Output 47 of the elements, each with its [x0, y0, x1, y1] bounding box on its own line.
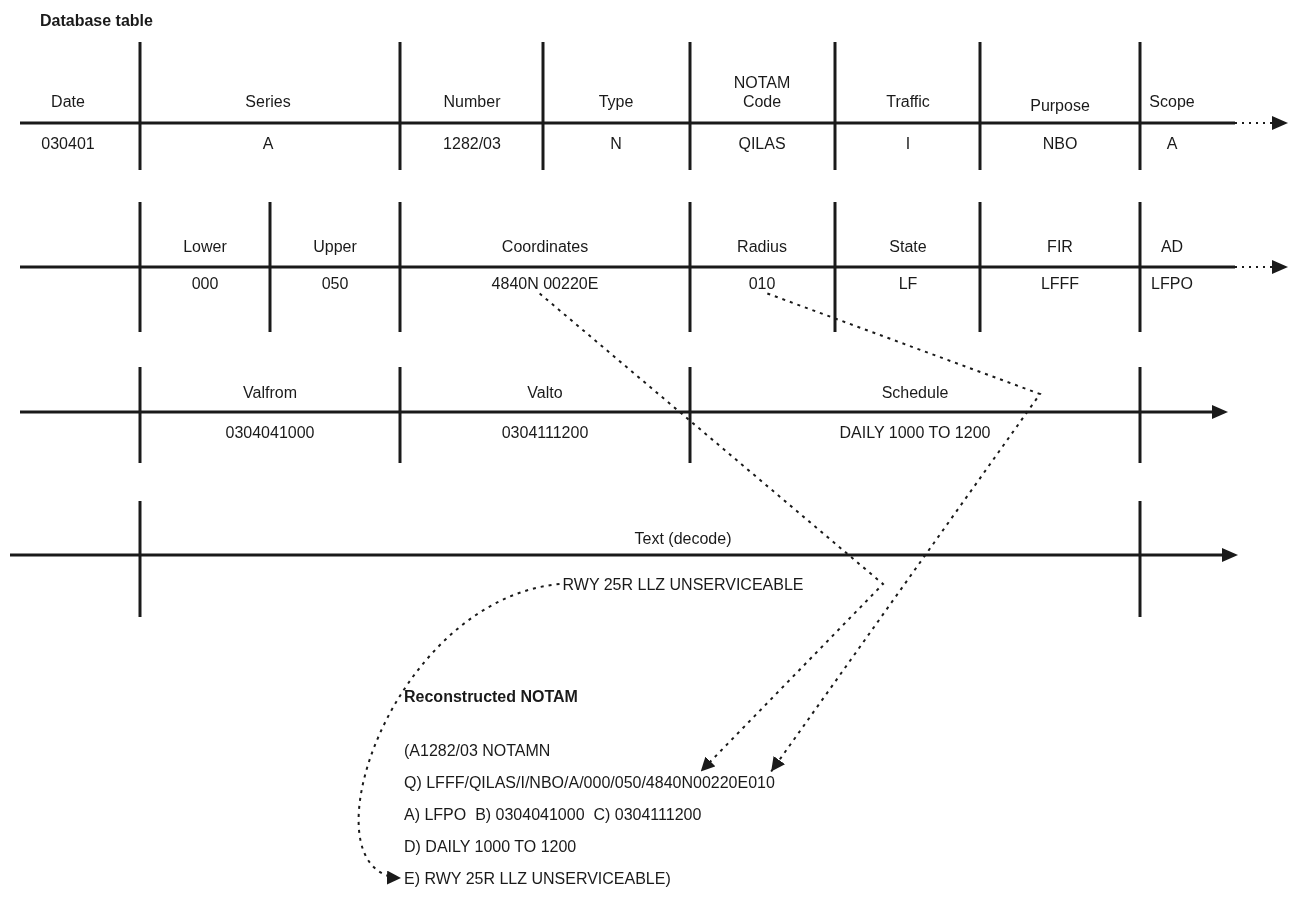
column-header: Type [598, 91, 634, 111]
table-cell: N [610, 133, 622, 153]
column-header: Purpose [1030, 95, 1090, 115]
column-header: Lower [183, 236, 227, 256]
column-header: Date [51, 91, 85, 111]
column-header: Scope [1149, 91, 1195, 111]
table-cell: 0304041000 [225, 422, 315, 442]
table-cell: 030401 [41, 133, 95, 153]
column-header: Schedule [881, 382, 949, 402]
table-cell: QILAS [738, 133, 786, 153]
table-cell: RWY 25R LLZ UNSERVICEABLE [562, 574, 804, 594]
table-cell: 4840N 00220E [491, 273, 599, 293]
table-cell: 010 [748, 273, 776, 293]
table-cell: LFPO [1151, 273, 1193, 293]
table-cell: 0304111200 [501, 422, 589, 442]
table-cell: A [262, 133, 274, 153]
column-header: Text (decode) [634, 528, 732, 548]
column-header: FIR [1047, 236, 1073, 256]
column-header: Series [245, 91, 291, 111]
notam-line: Q) LFFF/QILAS/I/NBO/A/000/050/4840N00220E010 [404, 772, 775, 792]
section-heading: Database table [40, 10, 153, 30]
table-cell: LF [898, 273, 918, 293]
column-header: NOTAM Code [732, 73, 792, 111]
column-header: Upper [313, 236, 357, 256]
column-header: Number [443, 91, 501, 111]
table-cell: I [905, 133, 911, 153]
column-header: Traffic [886, 91, 930, 111]
column-header: Valfrom [243, 382, 297, 402]
column-header: Coordinates [501, 236, 589, 256]
table-cell: LFFF [1040, 273, 1080, 293]
table-cell: NBO [1042, 133, 1078, 153]
section-heading: Reconstructed NOTAM [404, 686, 578, 706]
table-cell: 050 [321, 273, 349, 293]
notam-line: D) DAILY 1000 TO 1200 [404, 836, 577, 856]
dotted-arrow [538, 292, 885, 773]
dotted-arrow [766, 292, 1042, 773]
column-header: State [889, 236, 927, 256]
column-header: Valto [527, 382, 563, 402]
table-cell: 000 [191, 273, 219, 293]
table-cell: DAILY 1000 TO 1200 [839, 422, 991, 442]
table-cell: 1282/03 [443, 133, 501, 153]
column-header: Radius [737, 236, 787, 256]
column-header: AD [1160, 236, 1184, 256]
table-cell: A [1166, 133, 1178, 153]
notam-line: E) RWY 25R LLZ UNSERVICEABLE) [404, 868, 671, 888]
notam-line: (A1282/03 NOTAMN [404, 740, 551, 760]
notam-line: A) LFPO B) 0304041000 C) 0304111200 [404, 804, 702, 824]
